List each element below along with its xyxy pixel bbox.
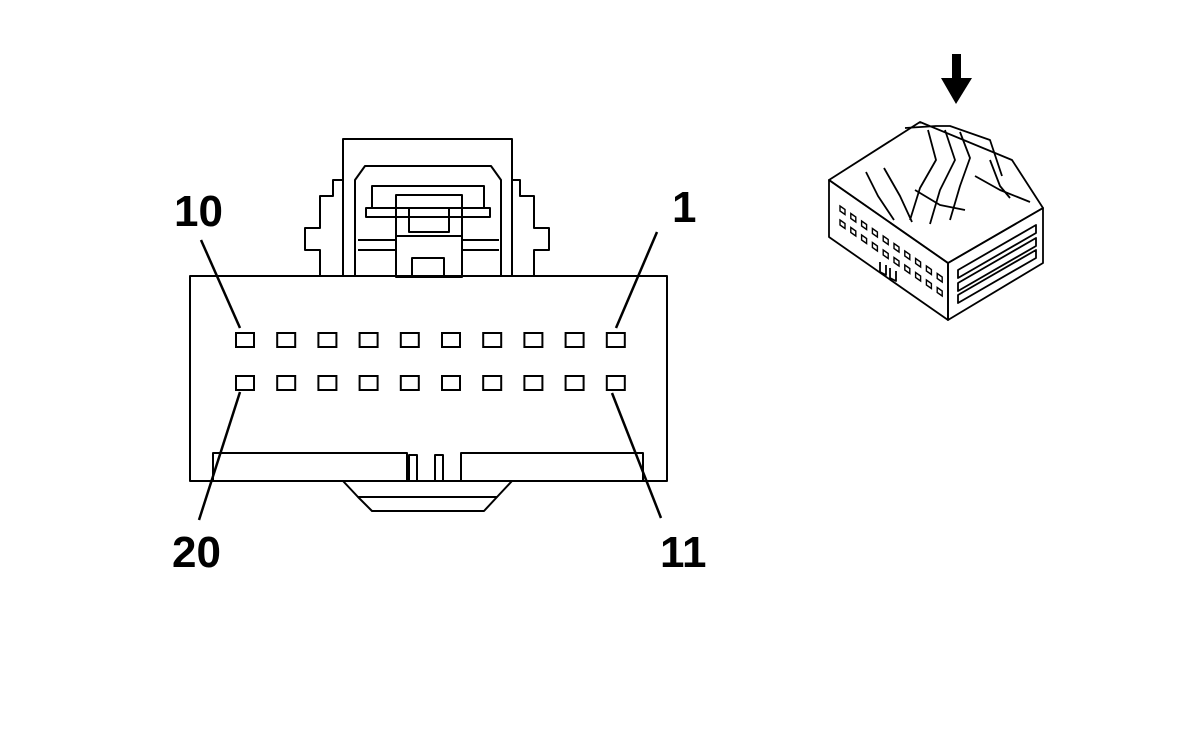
- pin-cavity: [605, 375, 626, 391]
- pin-label-20: 20: [172, 528, 221, 577]
- leader-line-20: [197, 391, 242, 521]
- latch-housing: [304, 138, 550, 278]
- pin-cavity-3d: [925, 264, 933, 276]
- pin-cavity-3d: [850, 212, 857, 224]
- pin-cavity-3d: [893, 242, 900, 254]
- pin-cavity: [235, 375, 255, 391]
- pin-cavity-3d: [882, 234, 889, 246]
- pin-cavity-3d: [839, 204, 846, 216]
- leader-line-11: [610, 392, 663, 519]
- pin-cavity-3d: [925, 278, 933, 290]
- connector-body: [189, 275, 668, 482]
- pin-cavity: [235, 332, 255, 348]
- pin-cavity: [276, 375, 297, 391]
- pin-cavity: [358, 332, 379, 348]
- pin-cavity: [482, 375, 503, 391]
- pin-cavity: [441, 375, 461, 391]
- pin-cavity: [317, 375, 338, 391]
- pin-cavity-3d: [860, 219, 868, 231]
- pin-cavity: [564, 375, 585, 391]
- pin-cavity-3d: [871, 241, 879, 253]
- pin-cavity: [482, 332, 503, 348]
- pin-cavity-3d: [904, 263, 911, 275]
- pin-cavity-3d: [914, 257, 922, 269]
- pin-cavity: [317, 332, 338, 348]
- pin-cavity: [276, 332, 297, 348]
- pin-cavity: [605, 332, 626, 348]
- pin-cavity: [523, 332, 544, 348]
- connector-front-view: [189, 138, 668, 512]
- bottom-tab-lower: [357, 496, 498, 512]
- keying-slot: [212, 452, 644, 482]
- connector-3d-pin-cavities: [839, 204, 943, 298]
- pin-label-10: 10: [174, 187, 223, 236]
- pin-cavities: [235, 332, 626, 391]
- pin-cavity-3d: [871, 227, 879, 239]
- connector-3d-view: [828, 121, 1044, 321]
- pin-cavity: [399, 375, 420, 391]
- pin-cavity-3d: [893, 256, 900, 268]
- bottom-tab: [342, 480, 513, 498]
- pin-cavity: [358, 375, 379, 391]
- pin-cavity-3d: [914, 271, 922, 283]
- pin-cavity: [564, 332, 585, 348]
- pin-cavity-3d: [936, 286, 943, 298]
- pin-cavity-3d: [904, 249, 911, 261]
- pin-cavity-3d: [839, 218, 846, 230]
- pin-cavity: [441, 332, 461, 348]
- pin-label-1: 1: [672, 183, 696, 232]
- pin-cavity-3d: [936, 272, 943, 284]
- leader-line-1: [614, 231, 659, 329]
- pin-cavity: [523, 375, 544, 391]
- pin-cavity-3d: [850, 226, 857, 238]
- pin-label-11: 11: [660, 528, 707, 577]
- pin-cavity-3d: [882, 248, 889, 260]
- pin-cavity: [399, 332, 420, 348]
- arrow-down-icon: [941, 54, 972, 104]
- leader-lines: [197, 231, 663, 521]
- leader-line-10: [199, 239, 242, 329]
- pin-cavity-3d: [860, 233, 868, 245]
